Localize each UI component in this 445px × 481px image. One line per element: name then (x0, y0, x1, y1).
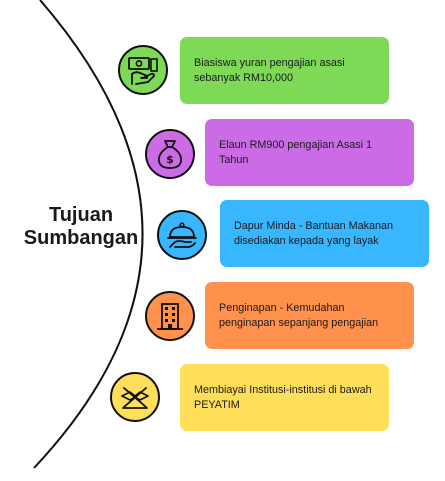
item-4-text: Penginapan - Kemudahan penginapan sepanj… (219, 301, 379, 329)
item-3-icon-circle (157, 210, 207, 260)
item-3-text: Dapur Minda - Bantuan Makanan disediakan… (234, 219, 394, 247)
item-1-icon-circle (118, 45, 168, 95)
item-5-icon-circle (110, 372, 160, 422)
money-bag-icon: $ (158, 140, 182, 169)
quran-book-icon (121, 387, 149, 409)
money-hand-icon (128, 57, 158, 85)
title-line-2: Sumbangan (23, 227, 139, 249)
item-4-icon-circle (145, 291, 195, 341)
item-2-icon-circle: $ (145, 129, 195, 179)
item-1-box: Biasiswa yuran pengajian asasi sebanyak … (180, 37, 389, 104)
item-1-text: Biasiswa yuran pengajian asasi sebanyak … (194, 56, 345, 84)
item-2-box: Elaun RM900 pengajian Asasi 1 Tahun (205, 119, 414, 186)
diagram-title: Tujuan Sumbangan (18, 204, 144, 250)
title-line-1: Tujuan (48, 204, 114, 226)
item-3-box: Dapur Minda - Bantuan Makanan disediakan… (220, 200, 429, 267)
item-5-text: Membiayai Institusi-institusi di bawah P… (194, 383, 372, 411)
item-5-box: Membiayai Institusi-institusi di bawah P… (180, 364, 389, 431)
food-tray-icon (167, 222, 197, 248)
svg-text:$: $ (166, 153, 174, 166)
building-icon (157, 303, 183, 330)
item-4-box: Penginapan - Kemudahan penginapan sepanj… (205, 282, 414, 349)
item-2-text: Elaun RM900 pengajian Asasi 1 Tahun (219, 138, 373, 166)
